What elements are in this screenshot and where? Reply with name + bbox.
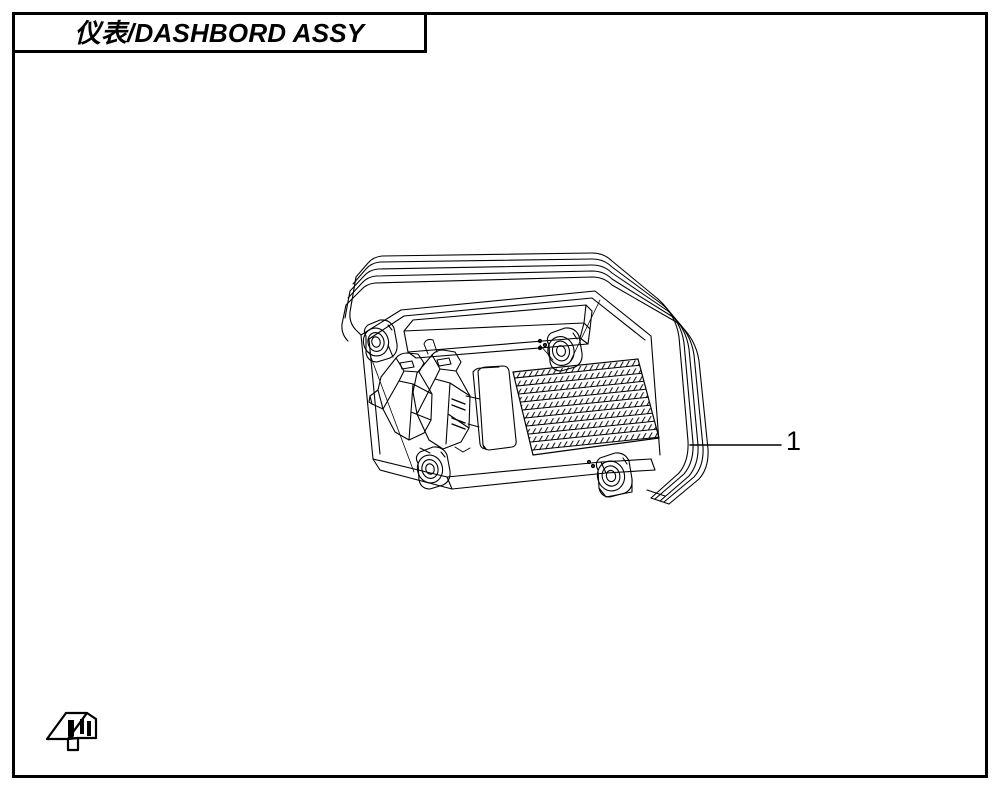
raised-rib (403, 304, 593, 359)
boss-pad (472, 365, 517, 451)
housing-left-shoulder (349, 276, 362, 336)
rear-face-upper-edge (360, 290, 652, 337)
rear-face-bottom-edge (372, 458, 652, 478)
mounting-boss-upper-left (362, 319, 398, 363)
housing-top-deck (345, 252, 679, 324)
connector-wire-guides (387, 339, 481, 454)
rear-face-left-edge (360, 334, 374, 460)
locator-dots-lower (586, 459, 596, 469)
diagram-title-box: 仪表/DASHBORD ASSY (12, 12, 427, 53)
locator-dots (537, 338, 548, 351)
housing-right-corner-contours (650, 298, 709, 505)
view-direction-arrow-icon (45, 711, 98, 752)
housing-lower-skirt (372, 458, 656, 490)
mounting-boss-lower-right (595, 452, 633, 498)
connector-housing-a (368, 352, 433, 441)
connector-housing-b (412, 349, 471, 450)
vent-fin-array (512, 358, 660, 456)
page-frame (12, 12, 988, 778)
callout-number-1: 1 (786, 426, 802, 456)
housing-corner-endcap (650, 497, 670, 505)
mounting-boss-lower-left (415, 446, 451, 490)
mounting-boss-upper-right (546, 327, 583, 372)
page-title: 仪表/DASHBORD ASSY (74, 17, 365, 48)
reference-lines (368, 299, 601, 473)
